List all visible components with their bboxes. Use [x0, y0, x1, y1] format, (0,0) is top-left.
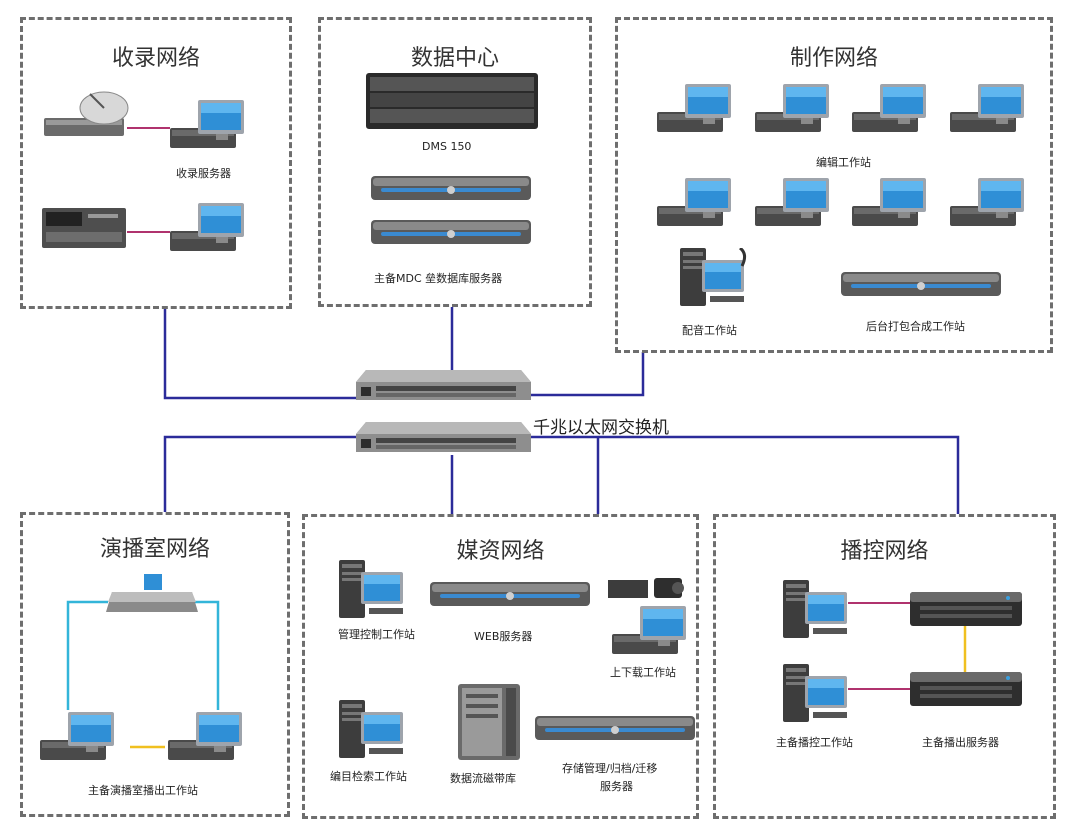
panel-playout: 播控网络	[713, 514, 1056, 819]
mgmt-ws-icon	[339, 560, 403, 618]
panel-title: 媒资网络	[456, 539, 545, 564]
tape-library-icon	[458, 684, 520, 760]
recording-server-1-icon	[170, 100, 244, 148]
packaging-server-icon	[841, 272, 1001, 296]
satellite-receiver-icon	[44, 91, 129, 136]
panel-datacenter: 数据中心	[318, 17, 592, 307]
vtr-camera-icon	[608, 578, 684, 598]
studio-ws-1-icon	[40, 712, 114, 760]
label-updown: 上下载工作站	[610, 666, 676, 679]
link-switch-studio	[163, 435, 360, 512]
panel-recording: 收录网络	[20, 17, 292, 309]
label-switch: 千兆以太网交换机	[533, 418, 669, 438]
mdc-server-1-icon	[371, 176, 531, 200]
edit-ws-6-icon	[755, 178, 829, 226]
panel-production: 制作网络	[615, 17, 1053, 353]
edit-ws-5-icon	[657, 178, 731, 226]
ethernet-switch-2-icon	[356, 422, 531, 452]
updown-ws-icon	[612, 606, 686, 654]
label-recording-server: 收录服务器	[176, 167, 231, 180]
mdc-server-2-icon	[371, 220, 531, 244]
label-pack: 后台打包合成工作站	[866, 320, 965, 333]
studio-ws-2-icon	[168, 712, 242, 760]
playout-server-1-icon	[910, 592, 1022, 626]
playout-server-2-icon	[910, 672, 1022, 706]
edit-ws-7-icon	[852, 178, 926, 226]
panel-media: 媒资网络	[302, 514, 699, 819]
edit-ws-2-icon	[755, 84, 829, 132]
dms-storage-icon	[366, 73, 538, 129]
link-console-ws2	[195, 600, 220, 710]
panel-title: 制作网络	[789, 46, 878, 71]
label-mgmt: 管理控制工作站	[338, 628, 415, 641]
vtr-deck-icon	[42, 208, 126, 248]
link-console-ws1	[66, 600, 108, 710]
edit-ws-1-icon	[657, 84, 731, 132]
label-tape: 数据流磁带库	[450, 772, 516, 785]
link-recording-switch	[163, 308, 360, 400]
edit-ws-3-icon	[852, 84, 926, 132]
panel-title: 播控网络	[840, 539, 929, 564]
label-dms: DMS 150	[422, 140, 472, 153]
label-dub: 配音工作站	[682, 324, 737, 337]
label-storage-1: 存储管理/归档/迁移	[562, 762, 658, 775]
dubbing-ws-icon	[680, 248, 747, 306]
studio-console-icon	[106, 574, 198, 612]
storage-server-icon	[535, 716, 695, 740]
edit-ws-8-icon	[950, 178, 1024, 226]
label-storage-2: 服务器	[600, 780, 633, 793]
recording-server-2-icon	[170, 203, 244, 251]
label-edit: 编辑工作站	[816, 156, 871, 169]
label-mdc: 主备MDC 垒数据库服务器	[374, 272, 503, 285]
ethernet-switch-1-icon	[356, 370, 531, 400]
playout-ctrl-2-icon	[783, 664, 847, 722]
label-web: WEB服务器	[474, 630, 533, 643]
label-playout-srv: 主备播出服务器	[922, 736, 999, 749]
edit-ws-4-icon	[950, 84, 1024, 132]
panel-title: 收录网络	[111, 46, 200, 71]
panel-title: 演播室网络	[99, 537, 210, 562]
label-catalog: 编目检索工作站	[330, 770, 407, 783]
panel-title: 数据中心	[410, 46, 499, 71]
label-playout-ctrl: 主备播控工作站	[776, 736, 853, 749]
playout-ctrl-1-icon	[783, 580, 847, 638]
catalog-ws-icon	[339, 700, 403, 758]
link-switch-playout	[530, 435, 960, 514]
label-studio-ws: 主备演播室播出工作站	[88, 784, 198, 797]
web-server-icon	[430, 582, 590, 606]
panel-studio: 演播室网络	[20, 512, 290, 817]
link-production-switch	[530, 352, 645, 397]
